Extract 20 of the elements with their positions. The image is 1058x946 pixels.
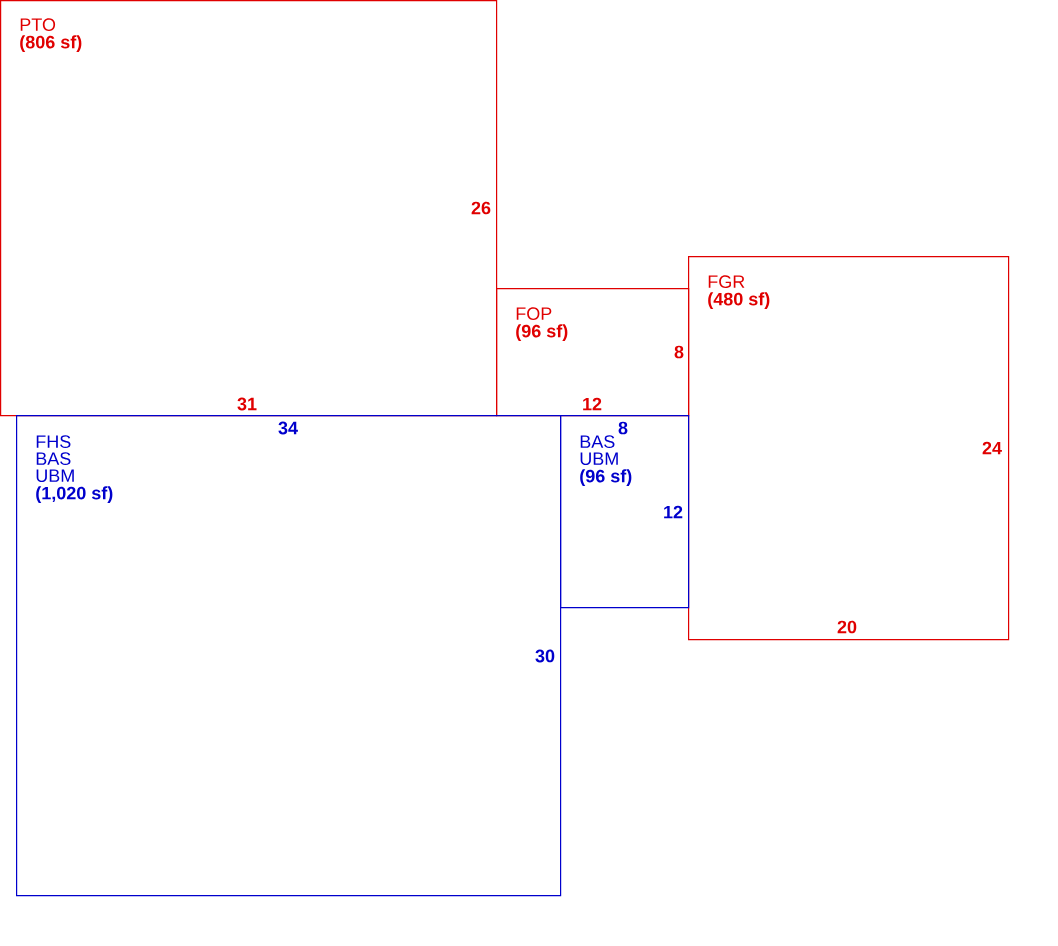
- dimension-label: 8: [618, 421, 628, 435]
- area-label: (806 sf): [20, 35, 82, 53]
- area-code-label: BAS UBM: [580, 435, 618, 465]
- dimension-label: 8: [674, 345, 684, 359]
- area-code-label: FHS BAS UBM: [36, 435, 74, 482]
- area-label: (480 sf): [708, 292, 770, 310]
- area-label: (96 sf): [516, 324, 568, 342]
- dimension-label: 12: [583, 397, 602, 411]
- dimension-label: 34: [278, 421, 298, 435]
- dimension-label: 24: [982, 441, 1002, 455]
- dimension-label: 12: [664, 505, 683, 519]
- area-code-label: PTO: [20, 18, 56, 31]
- area-code-label: FOP: [516, 307, 552, 320]
- dimension-label: 31: [237, 397, 257, 411]
- dimension-label: 20: [837, 620, 857, 634]
- dimension-label: 26: [471, 201, 491, 215]
- area-code-label: FGR: [708, 275, 745, 288]
- area-label: (1,020 sf): [36, 486, 113, 504]
- dimension-label: 30: [535, 649, 555, 663]
- area-label: (96 sf): [580, 469, 632, 487]
